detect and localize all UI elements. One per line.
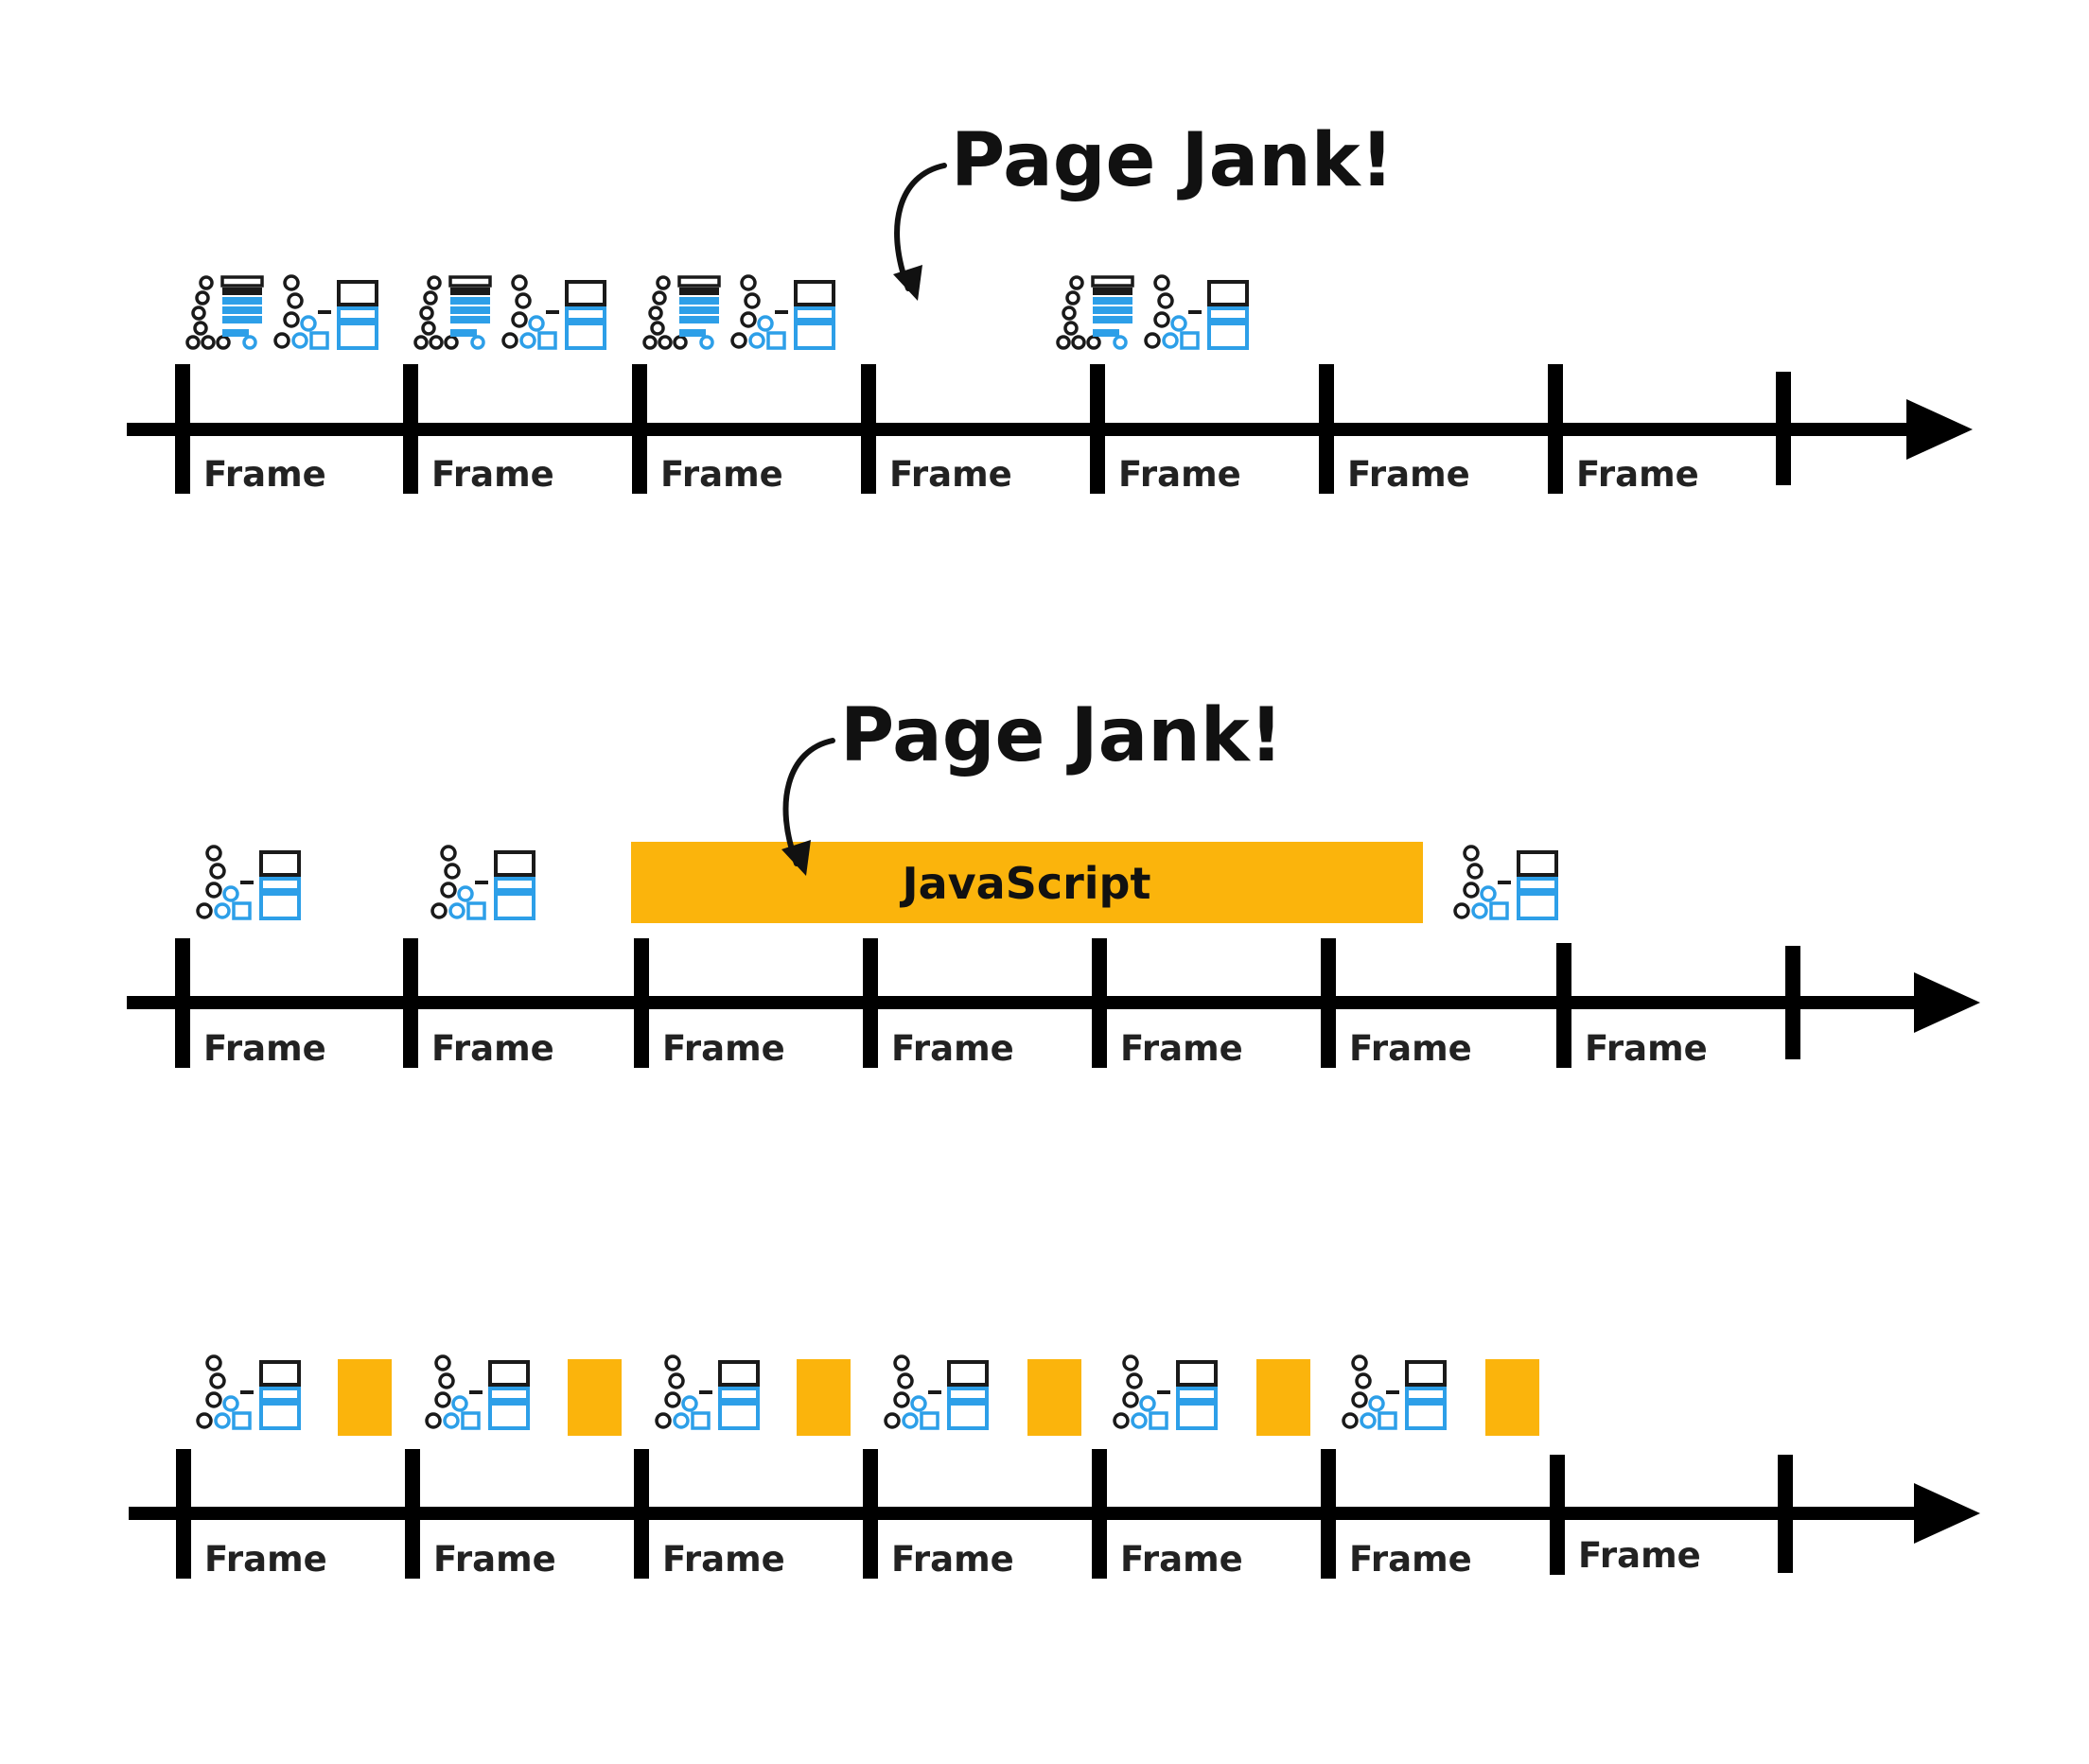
frame-ticks-3 [176, 1449, 1793, 1579]
javascript-block: JavaScript [631, 842, 1423, 923]
frame-label: Frame [889, 454, 1012, 495]
page-jank-label: Page Jank! [951, 118, 1394, 203]
arrow-head-icon [1914, 972, 1980, 1033]
frame-label: Frame [662, 1028, 785, 1069]
frame-label: Frame [431, 454, 554, 495]
frame-label: Frame [1349, 1539, 1472, 1580]
jank-annotation-1: Page Jank! [893, 118, 1394, 301]
frame-tick [634, 938, 649, 1068]
frame-label: Frame [431, 1028, 554, 1069]
frame-label: Frame [660, 454, 783, 495]
frame-labels-2: Frame Frame Frame Frame Frame Frame Fram… [203, 1028, 1708, 1069]
frame-tick [634, 1449, 649, 1579]
pipeline-icons-row-1 [185, 274, 1249, 350]
layout-paint-composite-icon [730, 274, 835, 350]
frame-label: Frame [203, 1028, 326, 1069]
page-jank-label: Page Jank! [840, 693, 1283, 778]
arrow-head-icon [1914, 1483, 1980, 1544]
frame-label: Frame [1585, 1028, 1708, 1069]
timeline-axis-3 [129, 1483, 1980, 1544]
layout-paint-composite-icon [884, 1354, 989, 1430]
frame-ticks-1 [175, 364, 1791, 494]
timeline-axis-1 [127, 399, 1973, 460]
style-recalc-icon [185, 275, 264, 350]
layout-paint-composite-icon [425, 1354, 530, 1430]
javascript-chunk [568, 1359, 622, 1436]
layout-paint-composite-icon [1342, 1354, 1447, 1430]
frame-tick [1776, 372, 1791, 485]
frame-tick [176, 1449, 191, 1579]
frame-tick [1092, 938, 1107, 1068]
javascript-chunk [1027, 1359, 1081, 1436]
arrow-head-icon [1906, 399, 1973, 460]
layout-paint-composite-icon [430, 845, 535, 920]
timeline-3: Frame Frame Frame Frame Frame Frame Fram… [129, 1354, 1980, 1580]
frame-label: Frame [1120, 1539, 1243, 1580]
javascript-chunk [1485, 1359, 1539, 1436]
pipeline-icons-row-3 [196, 1354, 1539, 1436]
frame-label: Frame [1576, 454, 1699, 495]
frame-tick [175, 938, 190, 1068]
jank-annotation-2: Page Jank! [781, 693, 1283, 876]
frame-label: Frame [433, 1539, 556, 1580]
javascript-label: JavaScript [900, 858, 1151, 909]
style-recalc-icon [642, 275, 721, 350]
layout-paint-composite-icon [196, 845, 301, 920]
frame-label: Frame [891, 1539, 1014, 1580]
layout-paint-composite-icon [655, 1354, 760, 1430]
frame-tick [1321, 1449, 1336, 1579]
frame-label: Frame [1118, 454, 1241, 495]
frame-labels-3: Frame Frame Frame Frame Frame Frame Fram… [204, 1535, 1701, 1580]
frame-label: Frame [203, 454, 326, 495]
layout-paint-composite-icon [1113, 1354, 1218, 1430]
frame-tick [1548, 364, 1563, 494]
layout-paint-composite-icon [1144, 274, 1249, 350]
frame-tick [1785, 946, 1800, 1059]
style-recalc-icon [1056, 275, 1134, 350]
frame-label: Frame [1578, 1535, 1701, 1576]
frame-label: Frame [204, 1539, 327, 1580]
frame-label: Frame [1347, 454, 1470, 495]
frame-label: Frame [1349, 1028, 1472, 1069]
frame-tick [632, 364, 647, 494]
javascript-chunk [338, 1359, 392, 1436]
frame-tick [1556, 943, 1571, 1068]
frame-tick [1092, 1449, 1107, 1579]
frame-labels-1: Frame Frame Frame Frame Frame Frame Fram… [203, 454, 1699, 495]
frame-tick [1321, 938, 1336, 1068]
javascript-chunk [1256, 1359, 1310, 1436]
layout-paint-composite-icon [196, 1354, 301, 1430]
frame-tick [863, 938, 878, 1068]
frame-ticks-2 [175, 938, 1800, 1068]
style-recalc-icon [413, 275, 492, 350]
frame-tick [1090, 364, 1105, 494]
frame-tick [1319, 364, 1334, 494]
frame-tick [403, 364, 418, 494]
javascript-chunk [797, 1359, 851, 1436]
frame-label: Frame [1120, 1028, 1243, 1069]
frame-tick [1550, 1455, 1565, 1575]
layout-paint-composite-icon [1453, 845, 1558, 920]
frame-tick [403, 938, 418, 1068]
frame-tick [863, 1449, 878, 1579]
frame-label: Frame [662, 1539, 785, 1580]
layout-paint-composite-icon [273, 274, 378, 350]
frame-tick [861, 364, 876, 494]
timeline-1: Page Jank! Frame Frame [127, 118, 1973, 495]
timeline-2: JavaScript Page Jank! Frame Frame Frame … [127, 693, 1980, 1069]
frame-tick [175, 364, 190, 494]
frame-tick [405, 1449, 420, 1579]
timeline-axis-2 [127, 972, 1980, 1033]
layout-paint-composite-icon [501, 274, 606, 350]
frame-tick [1778, 1455, 1793, 1573]
frame-label: Frame [891, 1028, 1014, 1069]
